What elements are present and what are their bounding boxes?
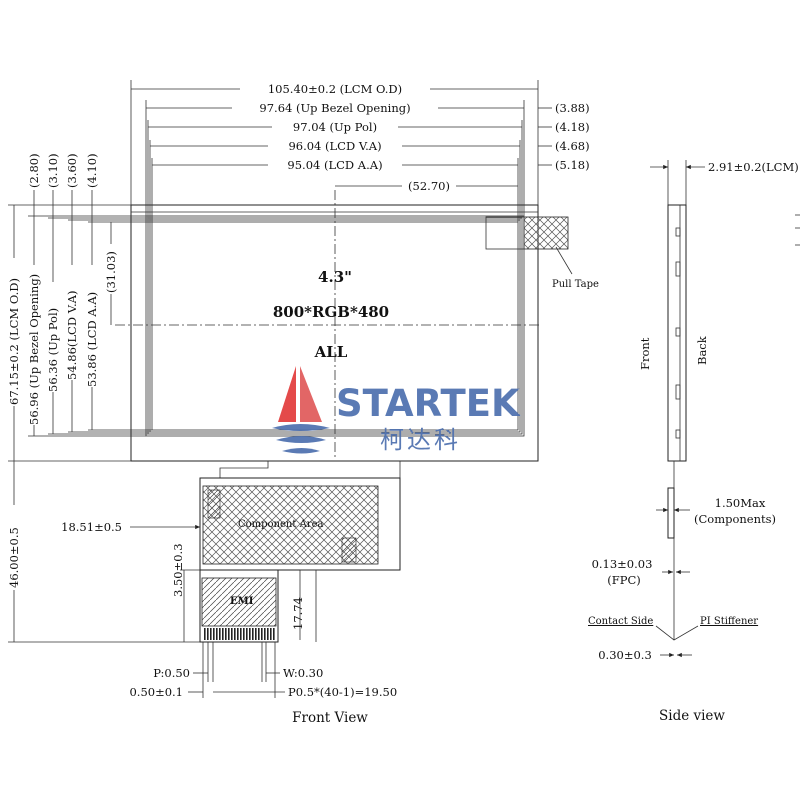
- side-components: [667, 487, 675, 539]
- dim-pol-height: 56.36 (Up Pol): [46, 308, 60, 392]
- side-components-label: (Components): [694, 512, 776, 526]
- startek-logo: STARTEK 柯达科: [272, 366, 521, 454]
- dim-fpc-length: 46.00±0.5: [7, 527, 21, 588]
- offset-left-2: (3.10): [46, 153, 60, 188]
- side-fpc-label: (FPC): [607, 573, 641, 587]
- side-back-label: Back: [695, 335, 709, 365]
- panel-resolution: 800*RGB*480: [273, 303, 389, 321]
- side-view: 2.91±0.2(LCM) Front Back 1.50Max (Compon…: [588, 160, 799, 724]
- offset-left-3: (3.60): [65, 153, 79, 188]
- dim-va-width: 96.04 (LCD V.A): [288, 139, 381, 153]
- dim-total-pitch: P0.5*(40-1)=19.50: [288, 685, 397, 699]
- front-view: Pull Tape 4.3" 800*RGB*480 ALL Component…: [6, 80, 599, 726]
- side-fpc-thickness: 0.13±0.03: [592, 557, 653, 571]
- dim-pitch: P:0.50: [153, 666, 190, 680]
- offset-right-1: (3.88): [555, 101, 590, 115]
- dim-tail: 17.74: [291, 597, 305, 630]
- dim-aa-width: 95.04 (LCD A.A): [287, 158, 382, 172]
- left-dimensions: 67.15±0.2 (LCM O.D) 56.96 (Up Bezel Open…: [6, 153, 200, 643]
- offset-left-1: (2.80): [27, 153, 41, 188]
- side-front-label: Front: [638, 337, 652, 370]
- pull-tape-label: Pull Tape: [552, 279, 599, 290]
- dim-pol-width: 97.04 (Up Pol): [293, 120, 377, 134]
- lcm-outline: [130, 204, 539, 462]
- dim-lcm-height: 67.15±0.2 (LCM O.D): [7, 278, 21, 405]
- front-view-caption: Front View: [292, 710, 368, 726]
- top-dimensions: 105.40±0.2 (LCM O.D) 97.64 (Up Bezel Ope…: [130, 80, 590, 222]
- dim-va-height: 54.86(LCD V.A): [65, 291, 79, 380]
- logo-name: STARTEK: [336, 382, 521, 425]
- component-area-label: Component Area: [238, 519, 323, 530]
- side-view-caption: Side view: [659, 708, 725, 724]
- panel-size: 4.3": [318, 268, 352, 286]
- logo-chinese: 柯达科: [380, 426, 461, 454]
- offset-right-3: (4.68): [555, 139, 590, 153]
- fpc-pins: [203, 628, 275, 640]
- panel-type: ALL: [314, 343, 348, 361]
- dim-bezel-height: 56.96 (Up Bezel Opening): [27, 274, 41, 425]
- fpc-dimensions: 18.51±0.5 3.50±0.3 17.74 P:0.50 W:0.30 0…: [61, 520, 397, 699]
- dim-bezel-width: 97.64 (Up Bezel Opening): [259, 101, 410, 115]
- side-contact-label: Contact Side: [588, 616, 653, 627]
- dim-center-x: (52.70): [408, 179, 450, 193]
- fpc-emi: [201, 577, 277, 627]
- dim-center-y: (31.03): [104, 251, 118, 293]
- offset-right-2: (4.18): [555, 120, 590, 134]
- offset-right-4: (5.18): [555, 158, 590, 172]
- side-stiffener-label: PI Stiffener: [700, 616, 758, 627]
- logo-sail-icon: [278, 366, 296, 422]
- dim-aa-height: 53.86 (LCD A.A): [85, 292, 99, 387]
- pull-tape: [523, 216, 569, 250]
- offset-left-4: (4.10): [85, 153, 99, 188]
- dim-fpc-offset: 18.51±0.5: [61, 520, 122, 534]
- side-body: [667, 204, 687, 462]
- emi-label: EMI: [230, 596, 254, 607]
- fpc-neck: [219, 461, 401, 478]
- side-thickness: 2.91±0.2(LCM): [708, 160, 799, 174]
- dim-pin-width: W:0.30: [283, 666, 323, 680]
- dim-stiffener: 3.50±0.3: [171, 543, 185, 597]
- dim-lcm-width: 105.40±0.2 (LCM O.D): [268, 82, 402, 96]
- dim-edge: 0.50±0.1: [129, 685, 183, 699]
- side-components-max: 1.50Max: [715, 496, 766, 510]
- side-stiffener-thickness: 0.30±0.3: [598, 648, 652, 662]
